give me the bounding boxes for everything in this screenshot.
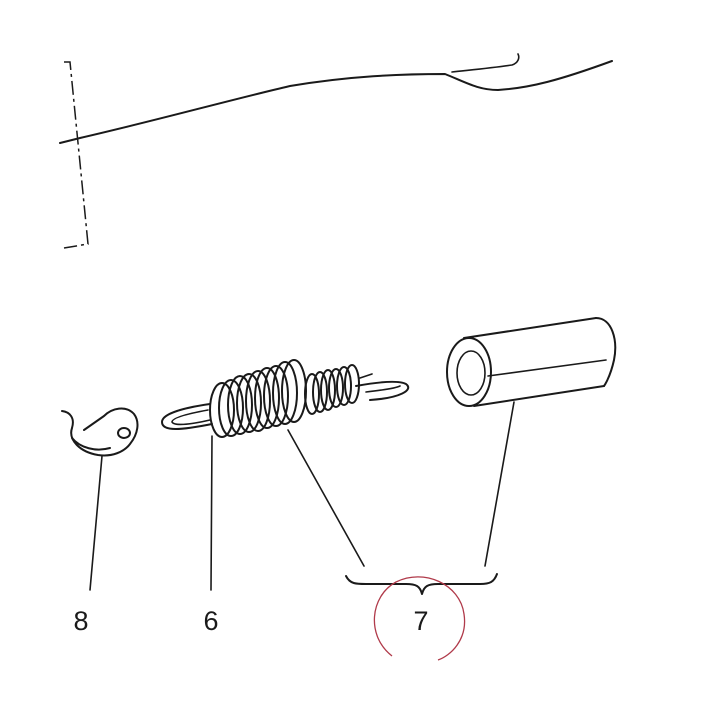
spring-hook-right [355, 380, 409, 401]
callout-part-6: 6 [203, 606, 218, 636]
leader-part-8 [89, 455, 103, 591]
spring-coils-large [209, 359, 307, 438]
leader-lines [89, 401, 515, 591]
hook-link-body [61, 407, 139, 457]
callout-part-8: 8 [73, 606, 88, 636]
spring-coils-small [304, 364, 360, 415]
spring-hook-left [161, 403, 213, 430]
callout-part-7: 7 [413, 606, 428, 636]
hook-link-lower [71, 437, 111, 451]
highlight-circle [373, 576, 466, 661]
spring-hook-right-inner [359, 373, 401, 393]
housing-flange [451, 53, 520, 73]
sleeve-tube-part [446, 317, 617, 407]
housing-edge [59, 60, 613, 144]
group-brace [345, 573, 498, 595]
housing-outline [59, 53, 613, 249]
leader-part-7-spring [287, 429, 365, 567]
sleeve-highlight [487, 359, 607, 377]
sleeve-opening [446, 337, 492, 407]
sleeve-bore [456, 350, 486, 396]
leader-part-7-sleeve [484, 401, 515, 567]
hook-link-eye [117, 427, 131, 439]
sleeve-body [463, 317, 605, 407]
extension-spring-part [161, 359, 409, 438]
leader-part-6 [210, 435, 213, 591]
hook-link-part [61, 407, 139, 457]
housing-centerline [63, 61, 89, 249]
sleeve-end-cap [595, 317, 617, 387]
spring-hook-left-inner [171, 409, 211, 426]
